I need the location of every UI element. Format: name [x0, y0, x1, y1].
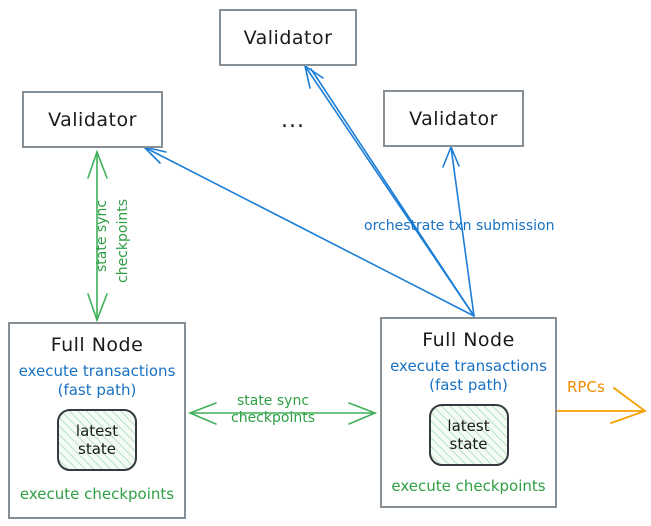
state-sync-horizontal-arrow — [187, 402, 378, 425]
full-node-right-title: Full Node — [422, 329, 515, 351]
state-sync-vertical-line2: checkpoints — [115, 199, 131, 283]
rpcs-arrow — [556, 387, 647, 424]
state-sync-horizontal-line2: checkpoints — [231, 409, 315, 426]
state-sync-vertical-arrow — [87, 149, 108, 323]
state-sync-horizontal-label: state sync checkpoints — [231, 393, 315, 427]
full-node-left-fastpath-line1: execute transactions — [18, 362, 176, 380]
blue-connectors — [141, 64, 475, 317]
full-node-right[interactable]: Full Node execute transactions (fast pat… — [380, 317, 557, 508]
full-node-left[interactable]: Full Node execute transactions (fast pat… — [8, 322, 186, 519]
latest-state-box-left: latest state — [57, 408, 137, 471]
latest-state-left-line2: state — [78, 439, 116, 458]
validator-node-left[interactable]: Validator — [22, 91, 163, 148]
state-sync-horizontal-line1: state sync — [236, 393, 310, 409]
validator-left-label: Validator — [48, 108, 137, 131]
latest-state-box-right: latest state — [428, 403, 509, 466]
latest-state-left-line1: latest — [75, 421, 119, 440]
full-node-left-fastpath-line2: (fast path) — [57, 380, 137, 399]
validators-ellipsis: ... — [281, 108, 305, 133]
validator-node-right[interactable]: Validator — [383, 90, 524, 147]
state-sync-vertical-line1: state sync — [94, 199, 110, 272]
validator-top-label: Validator — [243, 26, 333, 49]
full-node-left-fastpath: execute transactions (fast path) — [19, 362, 176, 400]
latest-state-right-line2: state — [449, 434, 488, 453]
full-node-left-checkpoints: execute checkpoints — [19, 484, 175, 503]
full-node-right-fastpath-line2: (fast path) — [429, 375, 508, 394]
full-node-right-fastpath: execute transactions (fast path) — [390, 357, 547, 395]
full-node-right-fastpath-line1: execute transactions — [390, 357, 547, 375]
validator-right-label: Validator — [409, 107, 498, 130]
rpcs-label: RPCs — [567, 378, 605, 396]
full-node-left-title: Full Node — [50, 334, 144, 356]
orchestrate-txn-label: orchestrate txn submission — [364, 218, 555, 234]
latest-state-right-line1: latest — [447, 416, 490, 435]
full-node-right-checkpoints: execute checkpoints — [391, 476, 546, 495]
validator-node-top[interactable]: Validator — [219, 9, 357, 66]
